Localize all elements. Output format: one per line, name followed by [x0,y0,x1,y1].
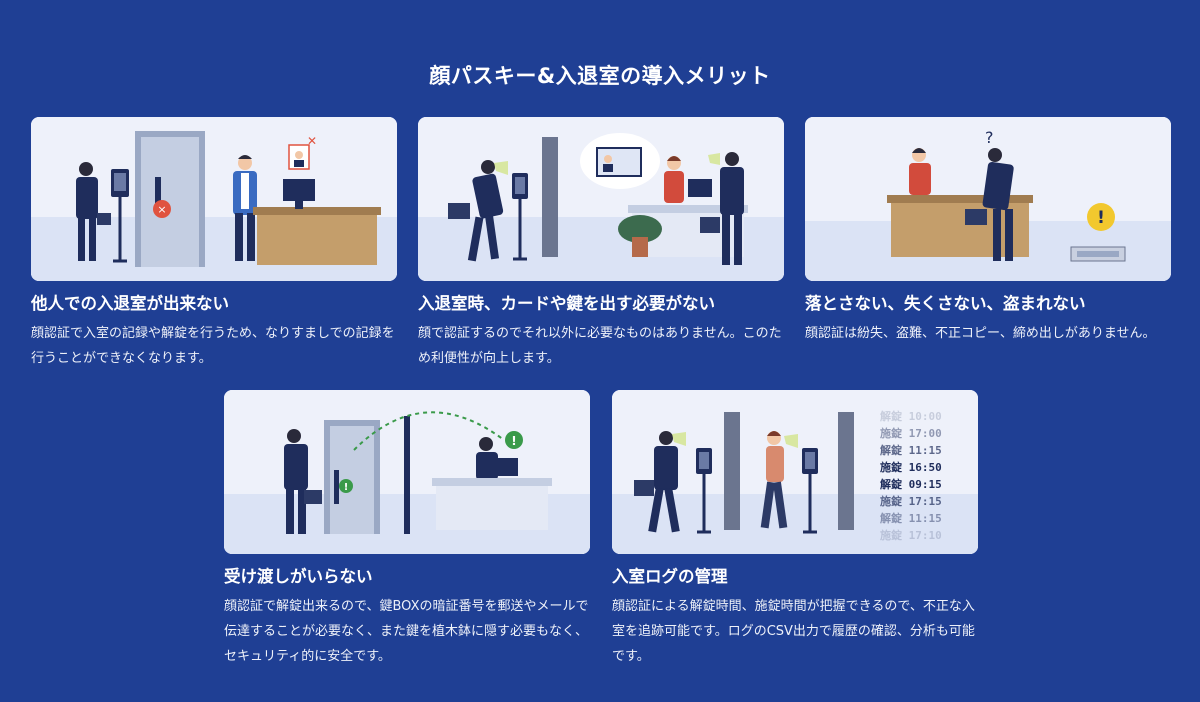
log-label: 解錠 [880,511,903,525]
page-title: 顔パスキー&入退室の導入メリット [429,64,771,88]
log-label: 解錠 [880,477,903,491]
error-icon [153,200,171,218]
warning-icon [1087,203,1115,231]
log-label: 施錠 [880,426,903,440]
card-description: 顔認証で解錠出来るので、鍵BOXの暗証番号を郵送やメールで伝達することが必要なく… [224,599,589,664]
card-title: 入室ログの管理 [612,567,728,586]
svg-text:×: × [157,203,166,216]
card-description: 顔認証による解錠時間、施錠時間が把握できるので、不正な入室を追跡可能です。ログの… [612,599,975,664]
illustration-remote-unlock: ! ! [224,390,590,554]
log-label: 施錠 [880,528,903,542]
svg-text:解錠 09:15: 解錠 09:15 [880,477,942,491]
illustration-face-entry [418,117,784,281]
svg-text:施錠 17:10: 施錠 17:10 [880,528,942,542]
card-title: 他人での入退室が出来ない [31,294,229,313]
svg-text:施錠 16:50: 施錠 16:50 [880,460,942,474]
log-time: 17:15 [909,495,942,508]
illustration-entry-log: 解錠 10:00 施錠 17:00 解錠 11:15 施錠 16:50 解錠 0… [612,390,978,554]
log-time: 17:10 [909,529,942,542]
log-label: 施錠 [880,494,903,508]
merit-card-no-card-key: 入退室時、カードや鍵を出す必要がない 顔で認証するのでそれ以外に必要なものはあり… [418,117,784,371]
log-time: 09:15 [909,478,942,491]
merit-card-entry-log: 解錠 10:00 施錠 17:00 解錠 11:15 施錠 16:50 解錠 0… [612,390,978,669]
svg-text:!: ! [344,482,349,493]
log-time: 11:15 [909,444,942,457]
illustration-lost-key: ? ! [805,117,1171,281]
log-time: 16:50 [909,461,942,474]
ok-icon [339,479,353,493]
card-description: 顔認証で入室の記録や解錠を行うため、なりすましでの記録を行うことができなくなりま… [31,326,395,366]
svg-text:解錠 11:15: 解錠 11:15 [880,511,942,525]
card-description: 顔認証は紛失、盗難、不正コピー、締め出しがありません。 [805,326,1156,341]
merit-card-no-handover: ! ! 受け渡しがいらない 顔認証で解錠出来るので、鍵BOXの暗証番号を郵送やメ… [224,390,590,669]
svg-text:!: ! [1097,208,1105,228]
log-label: 解錠 [880,409,903,423]
merit-card-no-loss: ? ! 落とさない、失くさない、盗まれない 顔認証は紛失、盗難、不正コピー、締め… [805,117,1171,346]
svg-text:✕: ✕ [307,134,317,148]
card-description: 顔で認証するのでそれ以外に必要なものはありません。このため利便性が向上します。 [418,326,782,366]
svg-text:!: ! [511,434,516,448]
merit-card-impersonation: × [31,117,397,371]
log-label: 解錠 [880,443,903,457]
log-label: 施錠 [880,460,903,474]
illustration-denied-entry: × [31,117,397,281]
entry-log-list: 解錠 10:00 施錠 17:00 解錠 11:15 施錠 16:50 解錠 0… [880,409,942,542]
notification-icon [505,431,523,449]
svg-text:施錠 17:15: 施錠 17:15 [880,494,942,508]
log-time: 10:00 [909,410,942,423]
svg-text:?: ? [985,128,994,147]
card-title: 入退室時、カードや鍵を出す必要がない [418,294,715,313]
svg-text:解錠 11:15: 解錠 11:15 [880,443,942,457]
svg-text:施錠 17:00: 施錠 17:00 [880,426,942,440]
card-title: 落とさない、失くさない、盗まれない [805,294,1086,313]
log-time: 11:15 [909,512,942,525]
svg-text:解錠 10:00: 解錠 10:00 [880,409,942,423]
card-title: 受け渡しがいらない [224,567,373,586]
log-time: 17:00 [909,427,942,440]
